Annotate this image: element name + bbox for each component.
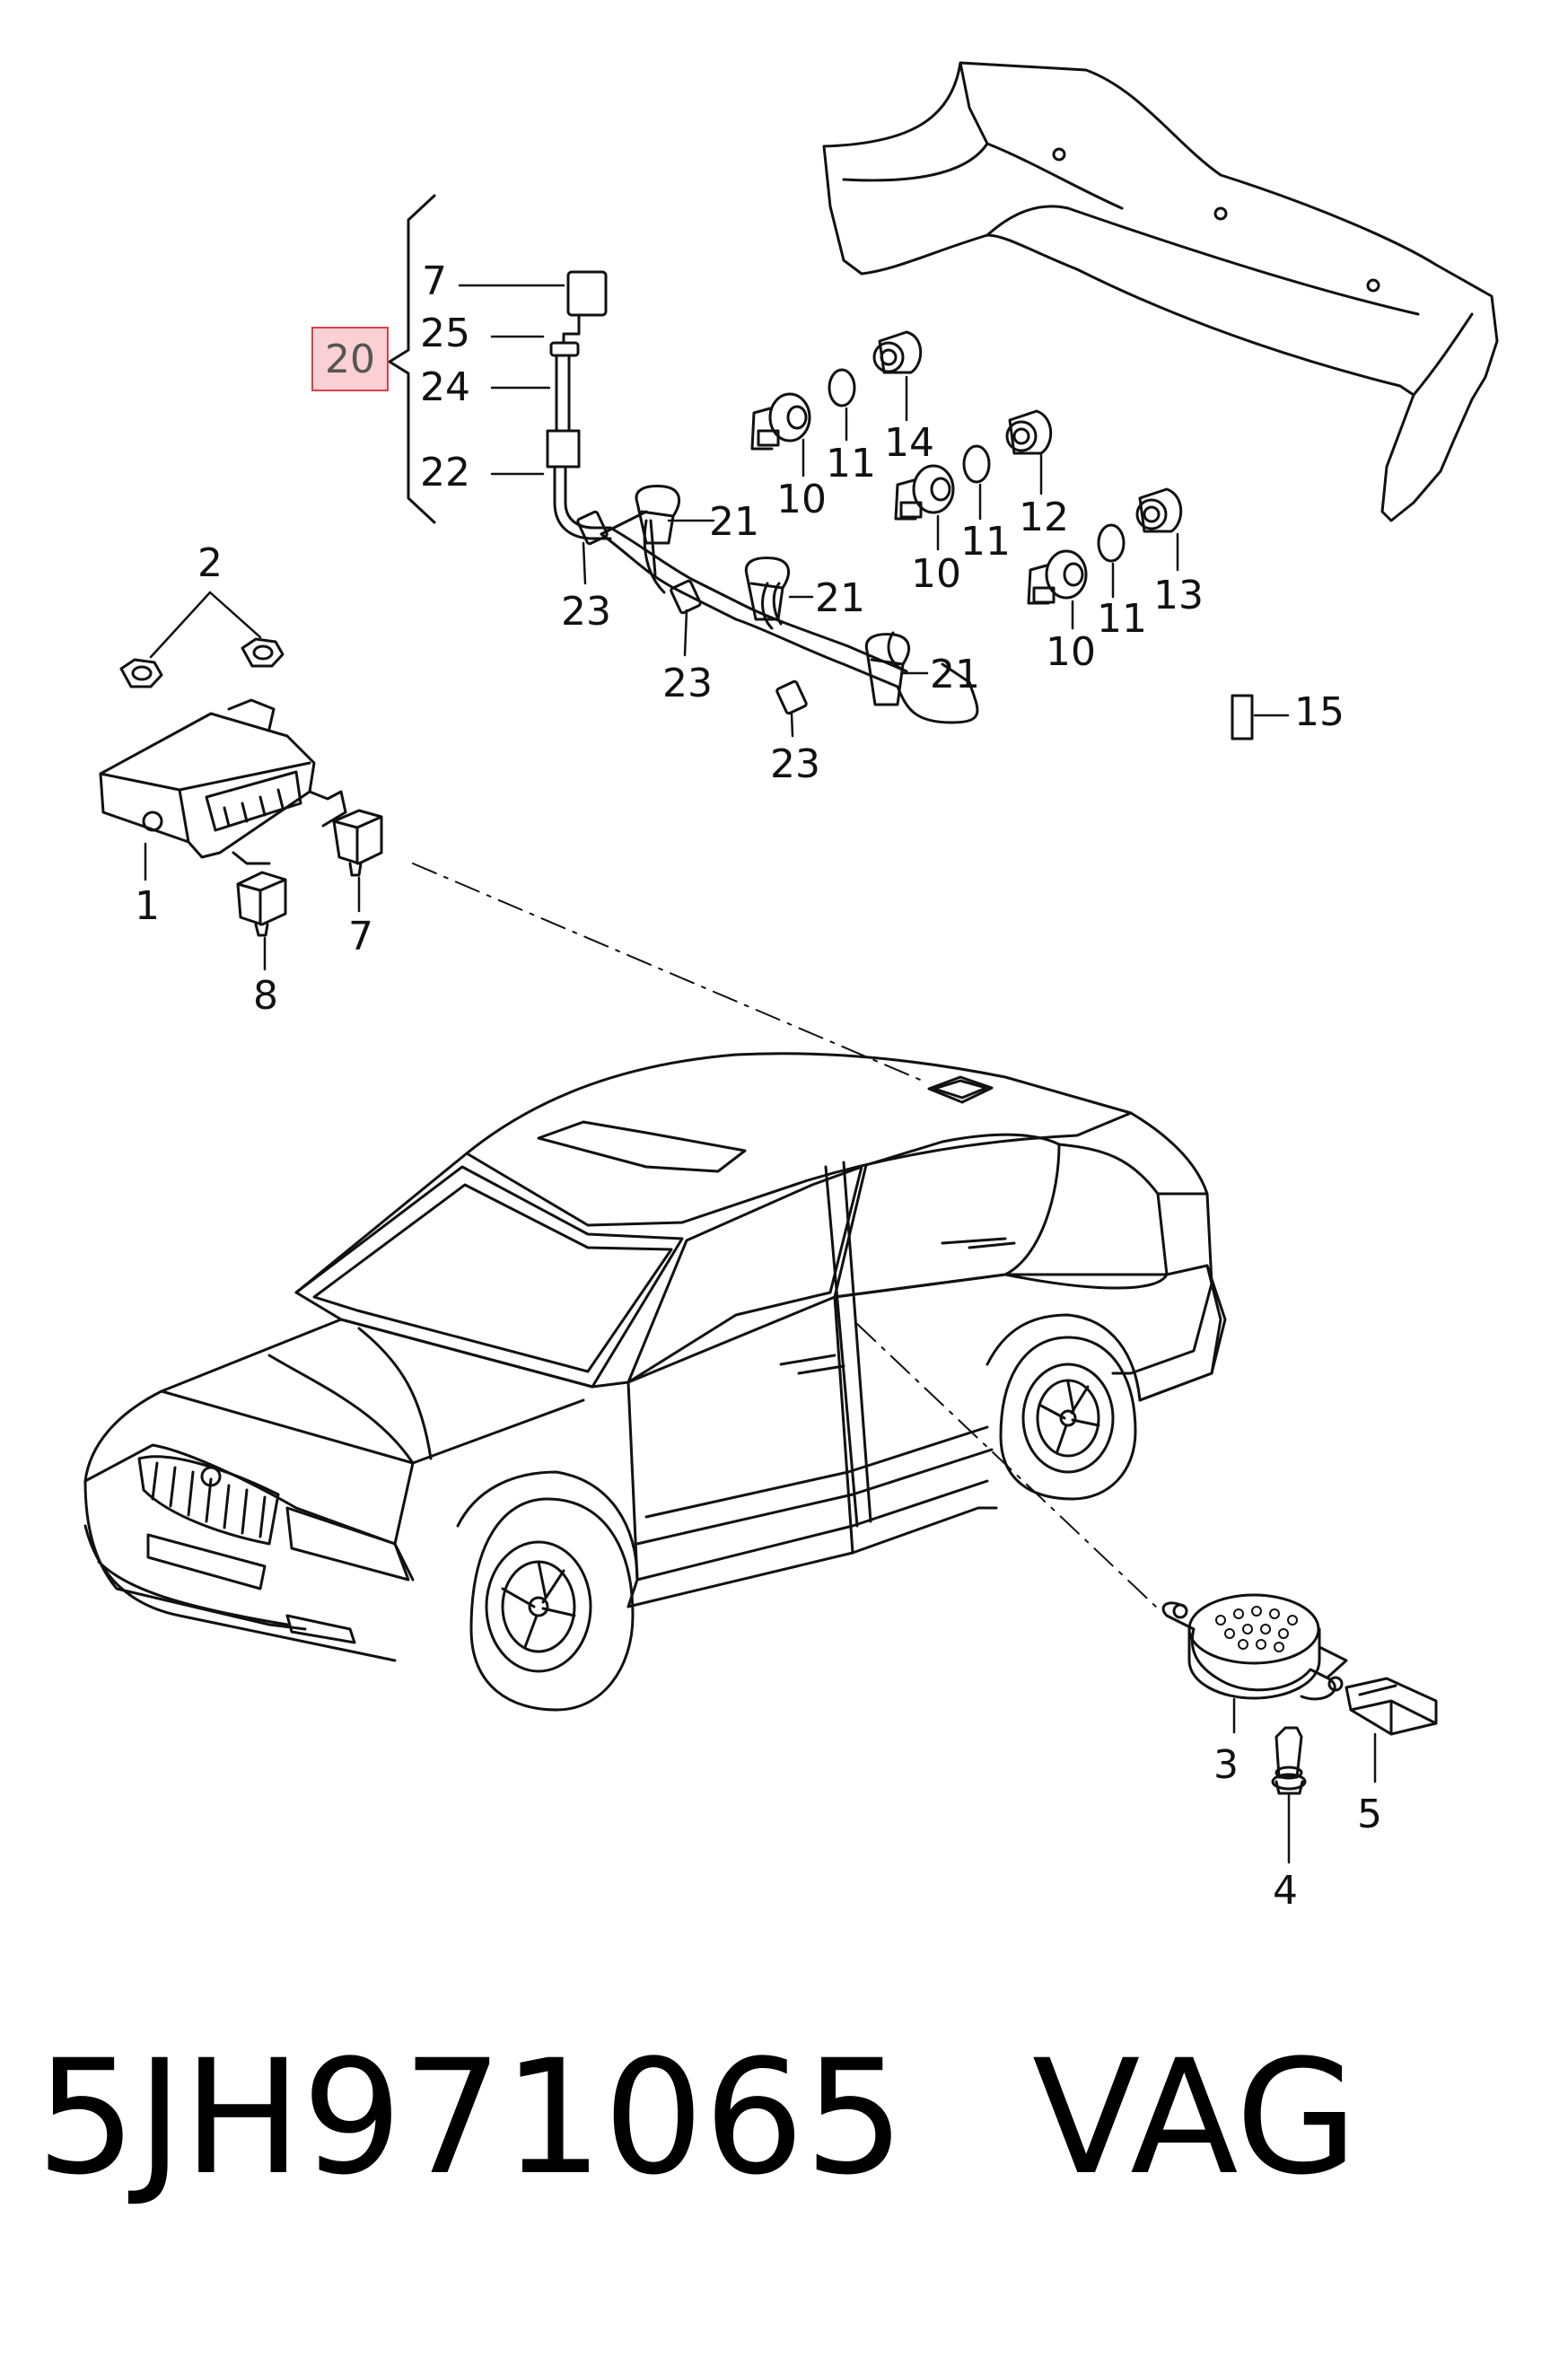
callout-11-c: 11 (1097, 596, 1147, 642)
sensor-10-b (894, 464, 955, 521)
bolt (1271, 1726, 1307, 1795)
highlighted-part-20: 20 (311, 327, 389, 391)
connector-21-a (635, 485, 681, 545)
callout-10-a: 10 (776, 477, 827, 522)
callout-11-a: 11 (826, 441, 876, 486)
callout-3: 3 (1213, 1742, 1239, 1788)
callout-1: 1 (135, 883, 160, 929)
sensor-10-a (750, 392, 811, 451)
callout-24: 24 (420, 364, 470, 410)
callout-8: 8 (253, 973, 278, 1019)
callout-11-b: 11 (960, 519, 1011, 565)
callout-14: 14 (884, 420, 934, 466)
callout-7-control: 7 (348, 914, 373, 960)
callout-4: 4 (1273, 1868, 1298, 1914)
seal-11-c (1097, 523, 1126, 563)
callout-5: 5 (1357, 1792, 1382, 1837)
callout-12: 12 (1019, 495, 1069, 540)
connector-21-b (744, 556, 791, 621)
nut-2-left (119, 658, 163, 688)
car-illustration (83, 1052, 1227, 1712)
connector-5 (1345, 1677, 1438, 1736)
callout-25: 25 (420, 311, 470, 356)
leader-dashdot-upper (412, 863, 925, 1082)
callout-21-c: 21 (930, 652, 980, 697)
brand-name: VAG (1032, 2026, 1358, 2210)
callout-23-c: 23 (770, 741, 820, 787)
buzzer-holes (1215, 1606, 1298, 1652)
callout-leaders (144, 284, 1377, 1864)
rear-bumper (822, 61, 1499, 522)
wiring-harness (546, 270, 979, 724)
connector-7 (332, 809, 383, 877)
callout-2: 2 (197, 540, 223, 586)
sensor-13 (1135, 487, 1183, 533)
connector-21-c (864, 633, 911, 706)
part-number: 5JH971065 (36, 2026, 906, 2210)
callout-13: 13 (1153, 573, 1204, 618)
callout-20-label: 20 (325, 336, 375, 382)
sensor-12 (1005, 409, 1053, 455)
callout-22: 22 (420, 450, 470, 495)
group-bracket (388, 194, 436, 524)
seal-11-a (828, 368, 856, 407)
control-unit (99, 698, 347, 865)
callout-7-harness: 7 (422, 259, 447, 304)
seal-11-b (962, 444, 991, 484)
buzzer (1161, 1593, 1348, 1701)
callout-23-a: 23 (561, 589, 611, 635)
callout-10-c: 10 (1046, 629, 1096, 675)
part-15 (1231, 694, 1254, 740)
callout-23-b: 23 (662, 661, 713, 706)
callout-10-b: 10 (911, 551, 961, 597)
callout-21-b: 21 (815, 575, 865, 621)
sensor-14 (872, 330, 923, 374)
sensor-10-c (1027, 549, 1088, 605)
callout-21-a: 21 (709, 499, 759, 545)
connector-8 (236, 871, 287, 937)
callout-15: 15 (1294, 689, 1345, 735)
nut-2-right (241, 637, 285, 668)
